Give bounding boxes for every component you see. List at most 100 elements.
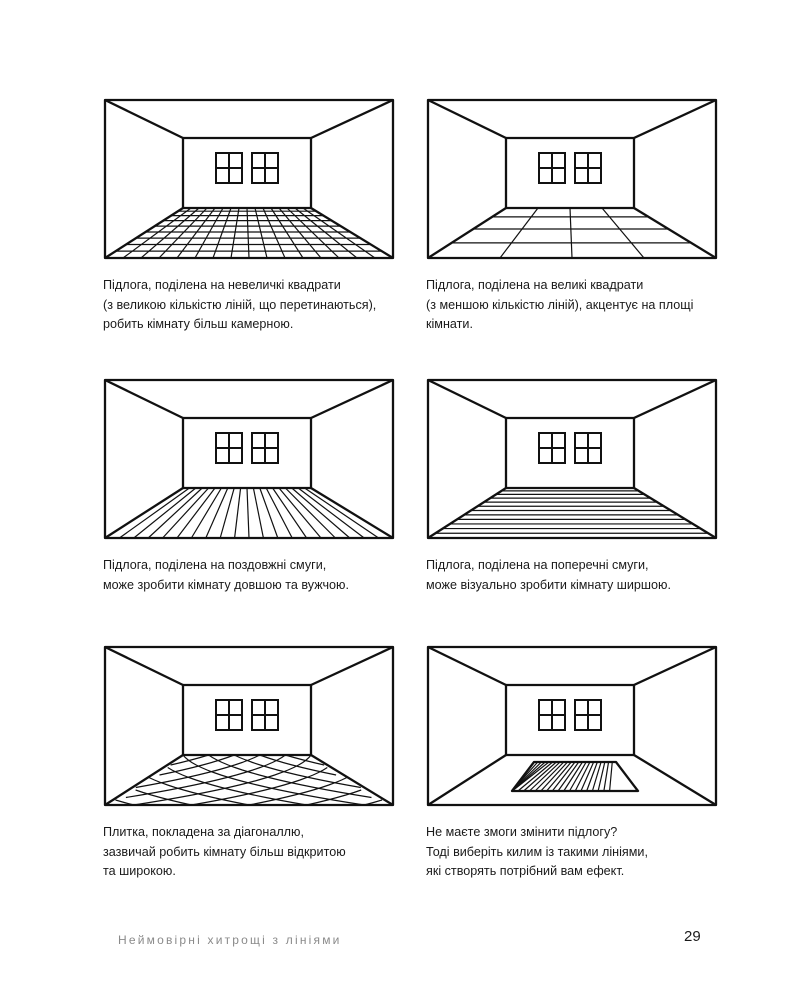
back-wall [504, 136, 636, 210]
floor-stripe [119, 487, 190, 539]
floor-line [286, 207, 340, 259]
floor-stripe [291, 487, 351, 539]
floor-tile-line [170, 754, 209, 766]
caption-small-squares: Підлога, поділена на невеличкі квадрати … [103, 278, 377, 331]
corner-edge [104, 98, 184, 140]
floor-pattern [435, 490, 709, 534]
floor-stripe [265, 487, 293, 539]
floor-line [499, 207, 539, 259]
floor-tile-line [133, 754, 312, 806]
floor-line [569, 207, 573, 259]
caption-striped-rug: Не маєте змоги змінити підлогу? Тоді виб… [426, 825, 648, 878]
rug-stripe [551, 761, 576, 792]
corner-edge [633, 754, 717, 806]
room-frame [426, 378, 718, 540]
corner-edge [104, 754, 184, 806]
rug-stripe [568, 761, 587, 792]
room-frame [426, 98, 718, 260]
page-number: 29 [684, 928, 701, 945]
floor-stripe [272, 487, 308, 539]
window-icon [251, 699, 279, 731]
floor-tile-line [115, 799, 134, 806]
back-wall [504, 416, 636, 490]
corner-edge [310, 207, 394, 259]
floor-line [158, 207, 208, 259]
floor-line [254, 207, 268, 259]
corner-edge [427, 754, 507, 806]
floor-tile-line [208, 754, 372, 799]
window-icon [574, 699, 602, 731]
window-icon [215, 699, 243, 731]
corner-edge [104, 207, 184, 259]
window-icon [538, 432, 566, 464]
corner-edge [633, 487, 717, 539]
caption-longitudinal-stripes: Підлога, поділена на поздовжні смуги, мо… [103, 558, 350, 592]
corner-edge [427, 207, 507, 259]
floor-stripe [297, 487, 365, 539]
floor-line [302, 207, 376, 259]
rug-stripe [546, 761, 572, 792]
floor-tile-line [248, 776, 348, 806]
window-icon [538, 152, 566, 184]
window-icon [251, 152, 279, 184]
room-illustration-diagonal-tiles [103, 645, 395, 807]
floor-stripe [162, 487, 210, 539]
floor-stripe [190, 487, 222, 539]
rug-stripe [563, 761, 583, 792]
back-wall [181, 416, 313, 490]
rug-stripe [534, 761, 565, 792]
floor-pattern [115, 207, 382, 259]
rug-stripe [574, 761, 591, 792]
floor-tile-line [285, 754, 325, 766]
floor-stripe [219, 487, 235, 539]
corner-edge [427, 98, 507, 140]
rug-stripe [580, 761, 595, 792]
floor-stripe [284, 487, 336, 539]
floor-tile-line [135, 754, 261, 789]
back-wall [181, 136, 313, 210]
window-icon [251, 432, 279, 464]
floor-stripe [133, 487, 197, 539]
corner-edge [310, 754, 394, 806]
floor-line [294, 207, 358, 259]
corner-edge [633, 378, 717, 420]
rug-stripe [591, 761, 602, 792]
rug-stripe [540, 761, 568, 792]
corner-edge [104, 378, 184, 420]
floor-line [270, 207, 304, 259]
floor-pattern [451, 207, 692, 259]
window-icon [215, 432, 243, 464]
floor-stripe [234, 487, 242, 539]
rug-stripe [586, 761, 598, 792]
back-wall [504, 683, 636, 757]
floor-line [140, 207, 200, 259]
rug-stripe [511, 761, 550, 792]
floor-tile-line [167, 766, 307, 806]
window-icon [574, 432, 602, 464]
floor-tile-line [159, 754, 235, 776]
floor-line [194, 207, 224, 259]
floor-tile-line [182, 754, 365, 806]
corner-edge [633, 645, 717, 687]
floor-tile-line [233, 754, 361, 789]
caption-diagonal-tiles: Плитка, покладена за діагоналлю, зазвича… [103, 825, 346, 878]
floor-line [230, 207, 240, 259]
floor-line [122, 207, 192, 259]
corner-edge [310, 378, 394, 420]
rug-stripe [557, 761, 580, 792]
rug-stripe [608, 761, 613, 792]
footer-book-title: Неймовірні хитрощі з лініями [118, 933, 342, 947]
floor-stripe [176, 487, 216, 539]
floor-line [262, 207, 286, 259]
window-icon [215, 152, 243, 184]
floor-tile-line [148, 776, 250, 806]
corner-edge [427, 645, 507, 687]
room-illustration-large-squares [426, 98, 718, 260]
rug-stripe [528, 761, 561, 792]
floor-stripe [252, 487, 264, 539]
floor-stripe [147, 487, 203, 539]
room-illustration-longitudinal-stripes [103, 378, 395, 540]
floor-line [246, 207, 250, 259]
corner-edge [310, 487, 394, 539]
room-illustration-transverse-stripes [426, 378, 718, 540]
